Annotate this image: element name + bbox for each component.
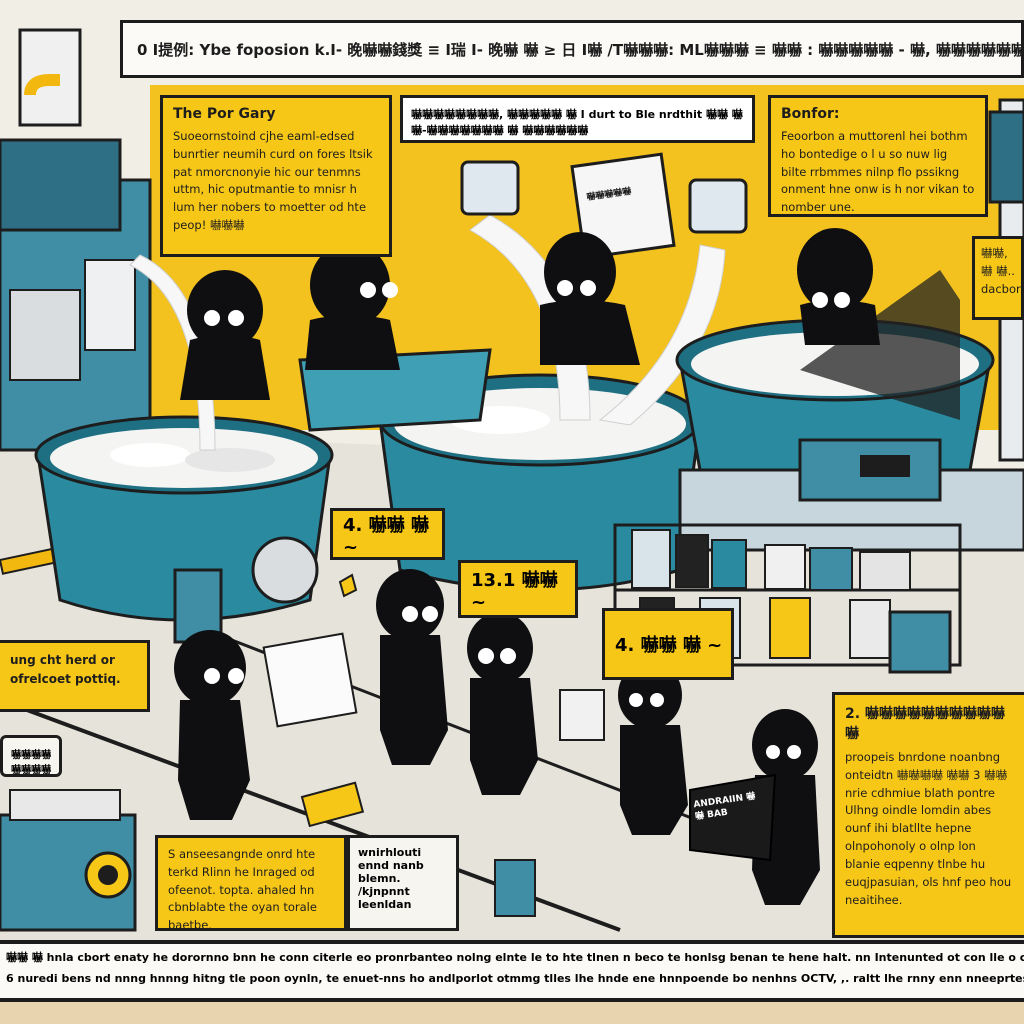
worker-7 [467,612,538,795]
workers [174,228,880,905]
callout-right-bottom: 2. 嚇嚇嚇嚇嚇嚇嚇嚇嚇嚇嚇 proopeis bnrdone noanbng … [832,692,1024,938]
worker-1 [180,270,270,400]
sign-board [559,689,605,741]
step-label-2: 13.1 嚇嚇 ~ [458,560,578,618]
callout-right-top-text: Feoorbon a muttorenl hei bothm ho bonted… [781,129,975,215]
left-label: 嚇嚇嚇嚇 嚇嚇嚇嚇 [0,735,62,777]
pour-stream-center-2 [598,244,726,426]
callout-left-mid-text: ung cht herd or ofrelcoet pottiq. [10,653,121,686]
black-bag [689,773,777,862]
floor-tin [494,859,536,917]
callout-right-mid: 嚇嚇, 嚇 嚇.. dacborn [972,236,1024,320]
footer-line-1: 嚇嚇 嚇 hnla cbort enaty he dorornno bnn he… [6,951,1024,964]
callout-bottom-left: S anseesangnde onrd hte terkd Rlinn he I… [155,835,347,931]
callout-bottom-left-text: S anseesangnde onrd hte terkd Rlinn he I… [168,847,317,931]
footer-line-2: 6 nuredi bens nd nnng hnnng hitng tle po… [6,971,1024,985]
footer-text-strip: 嚇嚇 嚇 hnla cbort enaty he dorornno bnn he… [0,940,1024,1002]
reel-wheel [251,536,319,604]
worker-6 [376,569,448,765]
callout-left-top-text: Suoeornstoind cjhe eaml-edsed bunrtier n… [173,129,373,233]
callout-left-top: The Por Gary Suoeornstoind cjhe eaml-eds… [160,95,392,257]
worker-8 [618,661,688,835]
yellow-packet [300,781,365,828]
product-box [570,152,676,260]
callout-left-top-title: The Por Gary [173,106,276,122]
worker-2 [305,243,400,370]
callout-bottom-left-white: wnirhlouti ennd nanb blemn. /kjnpnnt lee… [347,835,459,931]
left-crate [0,789,137,932]
callout-top-center: 嚇嚇嚇嚇嚇嚇嚇嚇, 嚇嚇嚇嚇嚇 嚇 I durt to Ble nrdthit … [400,95,755,143]
star-icon [338,573,358,598]
callout-right-mid-text: 嚇嚇, 嚇 嚇.. dacborn [981,246,1024,296]
wooden-table-edge [0,1002,1024,1024]
callout-right-bottom-title: 2. 嚇嚇嚇嚇嚇嚇嚇嚇嚇嚇嚇 [845,706,1005,742]
callout-right-top: Bonfor: Feoorbon a muttorenl hei bothm h… [768,95,988,217]
bag-label: ANDRAIIN 嚇 嚇 ВАВ [692,791,756,822]
step-label-1: 4. 嚇嚇 嚇 ~ [330,508,445,560]
pour-stream-center-1 [469,214,591,421]
worker-3 [540,232,640,365]
callout-right-top-title: Bonfor: [781,106,840,122]
paper-sheet [262,632,358,728]
callout-left-mid: ung cht herd or ofrelcoet pottiq. [0,640,150,712]
page-title: 0 I提例: Ybe foposion k.I- 晚嚇嚇錢獎 ≡ I瑞 I- 晚… [120,20,1024,78]
worker-5 [174,630,250,820]
dispenser-right [688,178,748,234]
step-label-3: 4. 嚇嚇 嚇 ~ [602,608,734,680]
callout-right-bottom-text: proopeis bnrdone noanbng onteidtn 嚇嚇嚇嚇 嚇… [845,750,1012,907]
dispenser-left [460,160,520,216]
left-machinery [0,28,152,452]
worker-4 [797,228,880,345]
